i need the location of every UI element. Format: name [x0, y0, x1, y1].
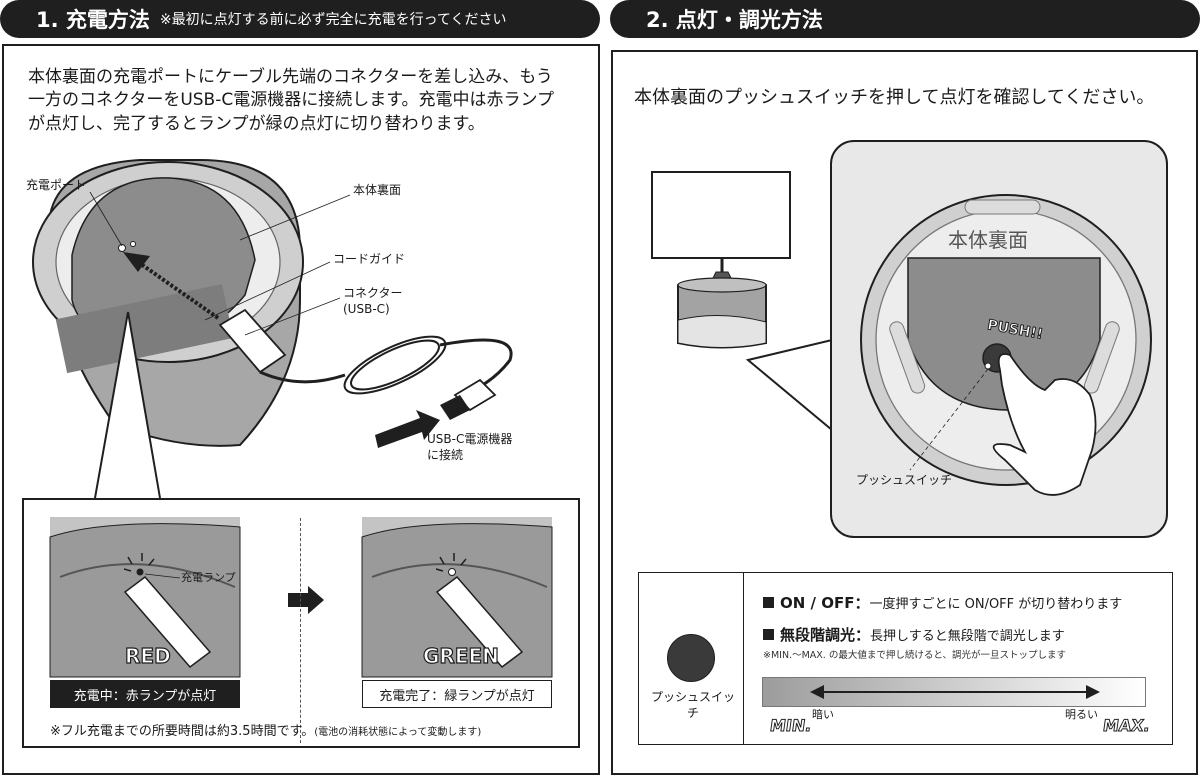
- charging-red-illustration: [49, 517, 241, 678]
- charging-green-illustration: [361, 517, 553, 678]
- label-green: GREEN: [422, 643, 499, 668]
- divider-dotted: [300, 518, 301, 743]
- label-min: MIN.: [768, 716, 813, 736]
- footnote-main: ※フル充電までの所要時間は約3.5時間です。: [50, 724, 315, 739]
- label-connector-line1: コネクター: [343, 286, 403, 300]
- dim-row: 無段階調光：長押しすると無段階で調光します: [763, 624, 1065, 645]
- zoom-back-label: 本体裏面: [948, 228, 1028, 252]
- square-bullet-icon: [763, 597, 774, 608]
- label-connector: コネクター (USB-C): [343, 286, 403, 317]
- label-push-switch: プッシュスイッチ: [856, 473, 953, 487]
- section1-body-line: 本体裏面の充電ポートにケーブル先端のコネクターを差し込み、もう: [28, 67, 553, 87]
- section1-title: 1. 充電方法: [36, 8, 150, 32]
- section1-note: ※最初に点灯する前に必ず完全に充電を行ってください: [159, 12, 507, 28]
- footnote: ※フル充電までの所要時間は約3.5時間です。(電池の消耗状態によって変動します): [50, 720, 481, 739]
- section2-body: 本体裏面のプッシュスイッチを押して点灯を確認してください。: [634, 87, 1155, 108]
- onoff-desc: 一度押すごとに ON/OFF が切り替わります: [869, 597, 1123, 612]
- caption-charging: 充電中：赤ランプが点灯: [50, 680, 240, 708]
- label-usbc-line1: USB-C電源機器: [427, 432, 513, 446]
- caption-complete: 充電完了：緑ランプが点灯: [362, 680, 552, 708]
- label-usbc-device: USB-C電源機器 に接続: [427, 432, 512, 463]
- section1-body: 本体裏面の充電ポートにケーブル先端のコネクターを差し込み、もう 一方のコネクター…: [28, 66, 554, 136]
- section2-header: 2. 点灯・調光方法: [610, 0, 1200, 38]
- back-side-zoom-illustration: [860, 194, 1152, 496]
- label-usbc-line2: に接続: [427, 447, 464, 462]
- label-red: RED: [124, 643, 171, 668]
- onoff-row: ON / OFF：一度押すごとに ON/OFF が切り替わります: [763, 592, 1122, 613]
- label-cord-guide: コードガイド: [333, 252, 406, 266]
- table-divider: [743, 573, 744, 744]
- dim-key: 無段階調光：: [780, 626, 871, 644]
- square-bullet-icon: [763, 629, 774, 640]
- section1-body-line: が点灯し、完了するとランプが緑の点灯に切り替わります。: [28, 113, 485, 134]
- label-dark: 暗い: [812, 708, 834, 721]
- label-bright: 明るい: [1065, 708, 1098, 721]
- section1-body-line: 一方のコネクターをUSB-C電源機器に接続します。充電中は赤ランプ: [28, 90, 555, 111]
- onoff-key: ON / OFF：: [780, 594, 870, 612]
- section1-header: 1. 充電方法 ※最初に点灯する前に必ず完全に充電を行ってください: [0, 0, 600, 38]
- double-arrow-icon: [810, 685, 1100, 699]
- label-max: MAX.: [1101, 716, 1152, 736]
- lamp-illustration: [651, 171, 791, 349]
- table-switch-label: プッシュスイッチ: [650, 690, 735, 720]
- operation-table: [638, 572, 1173, 745]
- dim-note: ※MIN.～MAX. の最大値まで押し続けると、調光が一旦ストップします: [763, 650, 1066, 661]
- label-charge-lamp: 充電ランプ: [181, 571, 236, 584]
- dim-desc: 長押しすると無段階で調光します: [870, 629, 1065, 644]
- push-switch-icon: [667, 634, 715, 682]
- arrow-right-icon: [288, 586, 324, 614]
- section2-title: 2. 点灯・調光方法: [646, 8, 823, 32]
- device-back-illustration: [32, 159, 513, 499]
- label-connector-line2: (USB-C): [343, 301, 390, 316]
- footnote-small: (電池の消耗状態によって変動します): [314, 727, 482, 738]
- zoom-callout-wedge: [745, 338, 833, 433]
- label-back-side: 本体裏面: [353, 183, 402, 197]
- label-charge-port: 充電ポート: [26, 178, 87, 192]
